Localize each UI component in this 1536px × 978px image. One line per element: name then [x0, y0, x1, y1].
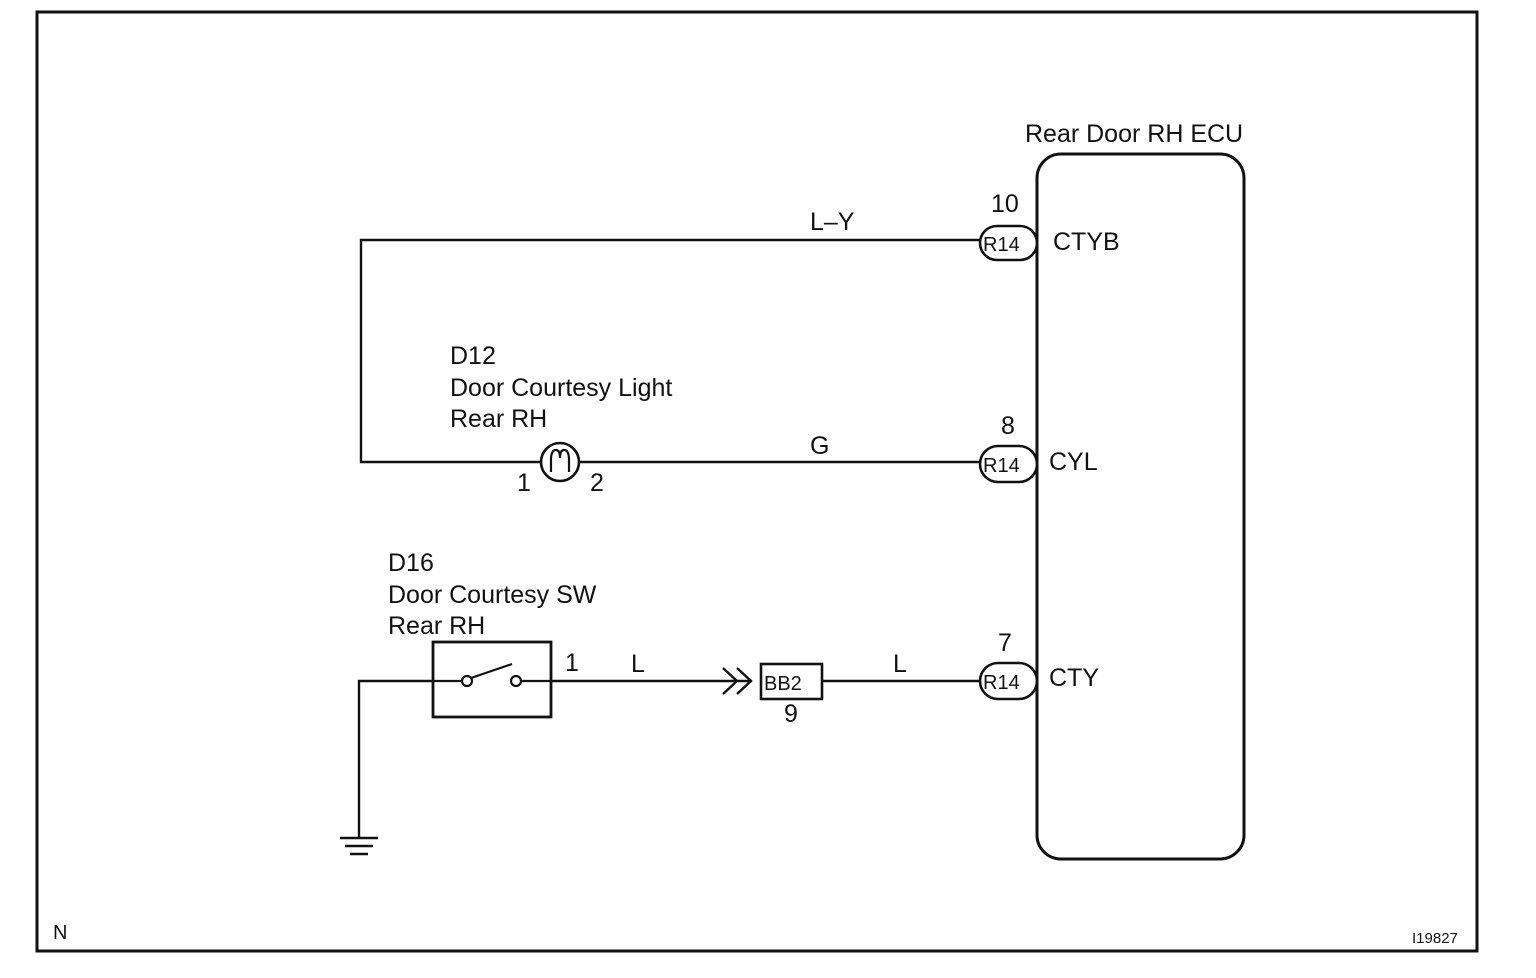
ecu-box [1035, 152, 1246, 861]
ecu-pin-name-cty: CTY [1049, 664, 1099, 692]
ecu-pin-name-ctyb: CTYB [1053, 228, 1120, 256]
figure-id: I19827 [1412, 930, 1458, 947]
connector-r14-cyl [978, 444, 1039, 484]
switch-name-line2: Rear RH [388, 612, 485, 640]
switch-pin1: 1 [565, 649, 579, 677]
wire-l-right-label: L [893, 650, 907, 678]
diagram-frame [35, 10, 1479, 953]
wire-g-label: G [810, 432, 829, 460]
light-name-line1: Door Courtesy Light [450, 374, 672, 402]
junction-connector-label: BB2 [764, 673, 802, 695]
ecu-pin-number-cty: 7 [998, 629, 1012, 657]
light-pin2: 2 [590, 469, 604, 497]
wire-l-left-label: L [631, 650, 645, 678]
corner-letter: N [53, 922, 67, 944]
ecu-pin-number-ctyb: 10 [991, 190, 1019, 218]
connector-r14-cty-label: R14 [983, 672, 1020, 694]
switch-code: D16 [388, 549, 434, 577]
wire-ly-label: L–Y [810, 208, 855, 236]
junction-pin: 9 [784, 700, 798, 728]
light-name-line2: Rear RH [450, 405, 547, 433]
light-code: D12 [450, 342, 496, 370]
light-pin1: 1 [517, 469, 531, 497]
switch-name-line1: Door Courtesy SW [388, 581, 597, 609]
switch-icon [433, 662, 551, 688]
wire-ground [357, 679, 433, 838]
connector-r14-cyl-label: R14 [983, 455, 1020, 477]
junction-chevron-icon [722, 667, 753, 695]
junction-box [759, 662, 824, 701]
connector-r14-ctyb [978, 224, 1039, 262]
switch-box [431, 640, 553, 719]
ecu-pin-name-cyl: CYL [1049, 448, 1098, 476]
ecu-title: Rear Door RH ECU [1025, 120, 1243, 148]
wire-ly [359, 238, 980, 464]
lamp-icon [539, 441, 581, 483]
ecu-pin-number-cyl: 8 [1001, 412, 1015, 440]
connector-r14-ctyb-label: R14 [983, 234, 1020, 256]
ground-icon [340, 836, 378, 856]
